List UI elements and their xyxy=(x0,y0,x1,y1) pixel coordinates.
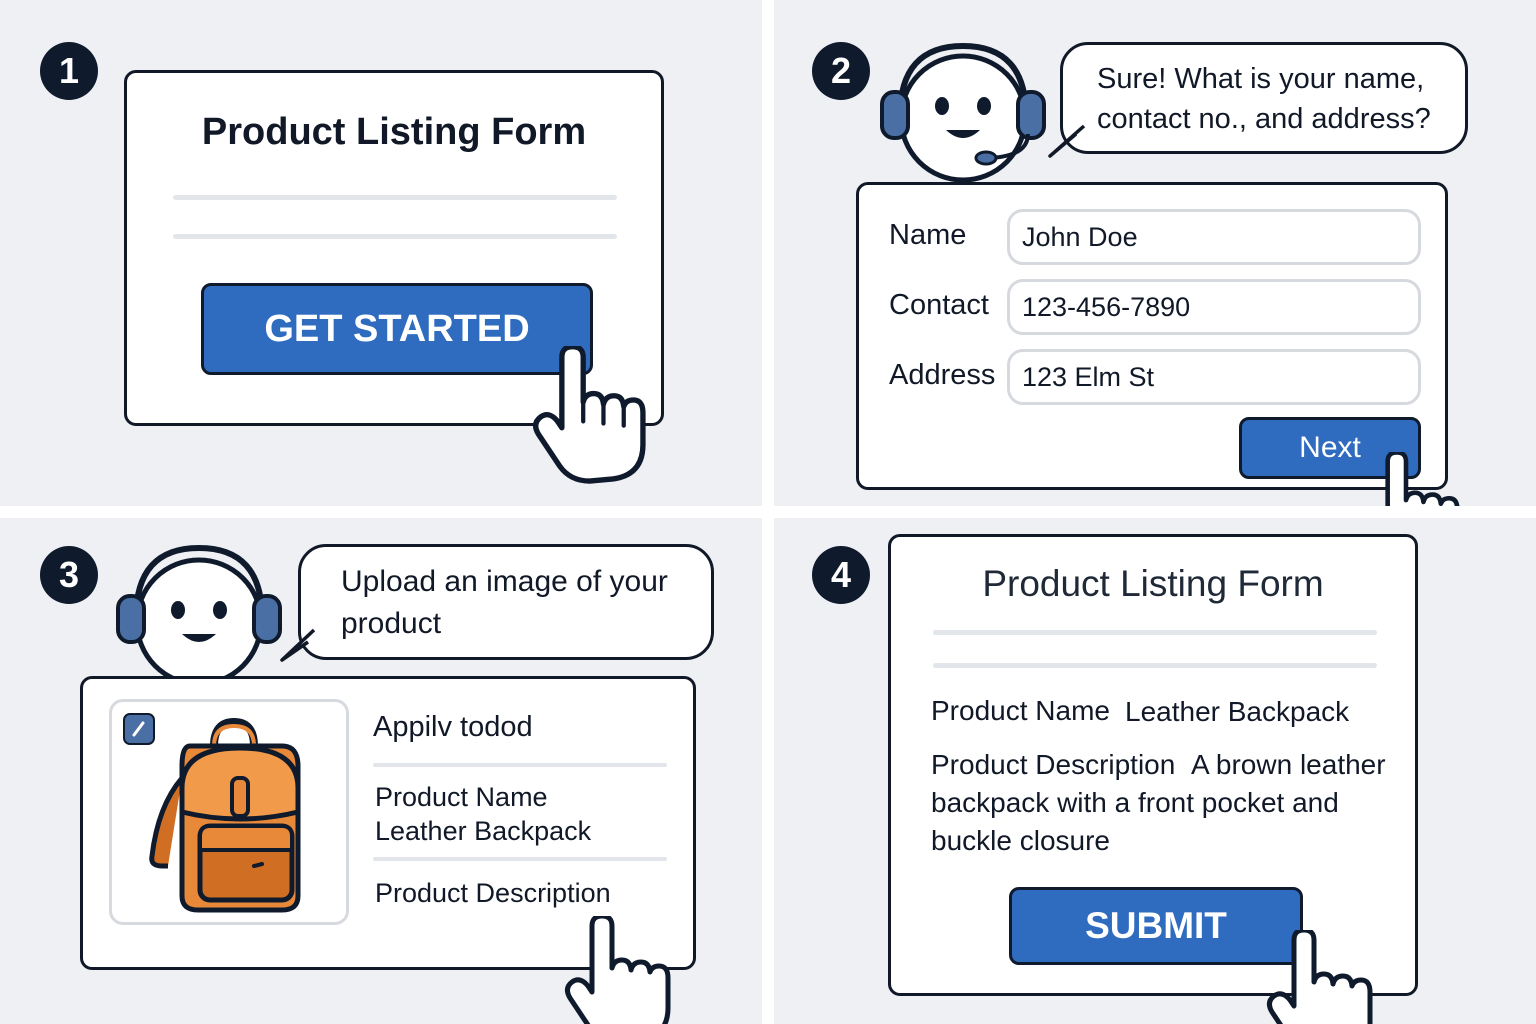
upload-status-heading: Appilv todod xyxy=(373,711,533,743)
support-agent-icon xyxy=(880,42,1046,183)
product-listing-summary-card: Product Listing Form Product Name Leathe… xyxy=(888,534,1418,996)
edit-icon[interactable] xyxy=(122,712,156,746)
bubble-tail xyxy=(1048,124,1086,158)
step-badge-1: 1 xyxy=(40,42,98,100)
divider xyxy=(373,763,667,767)
form-field-line xyxy=(173,195,617,200)
form-field-line xyxy=(173,234,617,239)
panel-step-4: 4 Product Listing Form Product Name Leat… xyxy=(774,518,1536,1024)
uploaded-image-frame[interactable] xyxy=(109,699,349,925)
name-field[interactable]: John Doe xyxy=(1007,209,1421,265)
agent-speech-bubble: Sure! What is your name, contact no., an… xyxy=(1060,42,1468,154)
form-field-line xyxy=(933,663,1377,668)
product-description-label: Product Description xyxy=(931,749,1176,780)
pointer-hand-icon xyxy=(1385,452,1460,506)
panel-step-3: 3 Upload an image of your product xyxy=(0,518,762,1024)
agent-speech-bubble: Upload an image of your product xyxy=(298,544,714,660)
product-name-value: Leather Backpack xyxy=(375,816,592,846)
product-listing-form-card: Product Listing Form GET STARTED xyxy=(124,70,664,426)
step-badge-4: 4 xyxy=(812,546,870,604)
contact-field[interactable]: 123-456-7890 xyxy=(1007,279,1421,335)
product-name-value: Leather Backpack xyxy=(1125,696,1350,727)
contact-info-form-card: Name John Doe Contact 123-456-7890 Addre… xyxy=(856,182,1448,490)
product-description-label[interactable]: Product Description xyxy=(375,878,611,908)
form-title: Product Listing Form xyxy=(982,563,1324,604)
panel-step-2: 2 Sure! What is your name, contact no., … xyxy=(774,0,1536,506)
product-name-label: Product Name xyxy=(931,695,1110,726)
pointer-hand-icon xyxy=(1266,930,1373,1024)
backpack-image xyxy=(149,717,301,913)
product-name-label: Product Name xyxy=(375,782,548,812)
product-upload-card: Appilv todod Product Name Leather Backpa… xyxy=(80,676,696,970)
pointer-hand-icon xyxy=(564,916,671,1024)
submit-button[interactable]: SUBMIT xyxy=(1009,887,1303,965)
product-description-value: A brown leather xyxy=(1191,749,1386,780)
divider xyxy=(373,857,667,861)
contact-label: Contact xyxy=(889,289,989,321)
get-started-button[interactable]: GET STARTED xyxy=(201,283,593,375)
step-badge-2: 2 xyxy=(812,42,870,100)
address-field[interactable]: 123 Elm St xyxy=(1007,349,1421,405)
form-field-line xyxy=(933,630,1377,635)
product-description-value: buckle closure xyxy=(931,825,1110,856)
bubble-tail xyxy=(280,628,316,662)
name-label: Name xyxy=(889,219,967,251)
step-badge-3: 3 xyxy=(40,546,98,604)
support-agent-icon xyxy=(116,544,282,687)
pointer-hand-icon xyxy=(533,346,646,484)
form-title: Product Listing Form xyxy=(201,111,587,153)
panel-step-1: 1 Product Listing Form GET STARTED xyxy=(0,0,762,506)
product-description-value: backpack with a front pocket and xyxy=(931,787,1339,818)
address-label: Address xyxy=(889,359,996,391)
